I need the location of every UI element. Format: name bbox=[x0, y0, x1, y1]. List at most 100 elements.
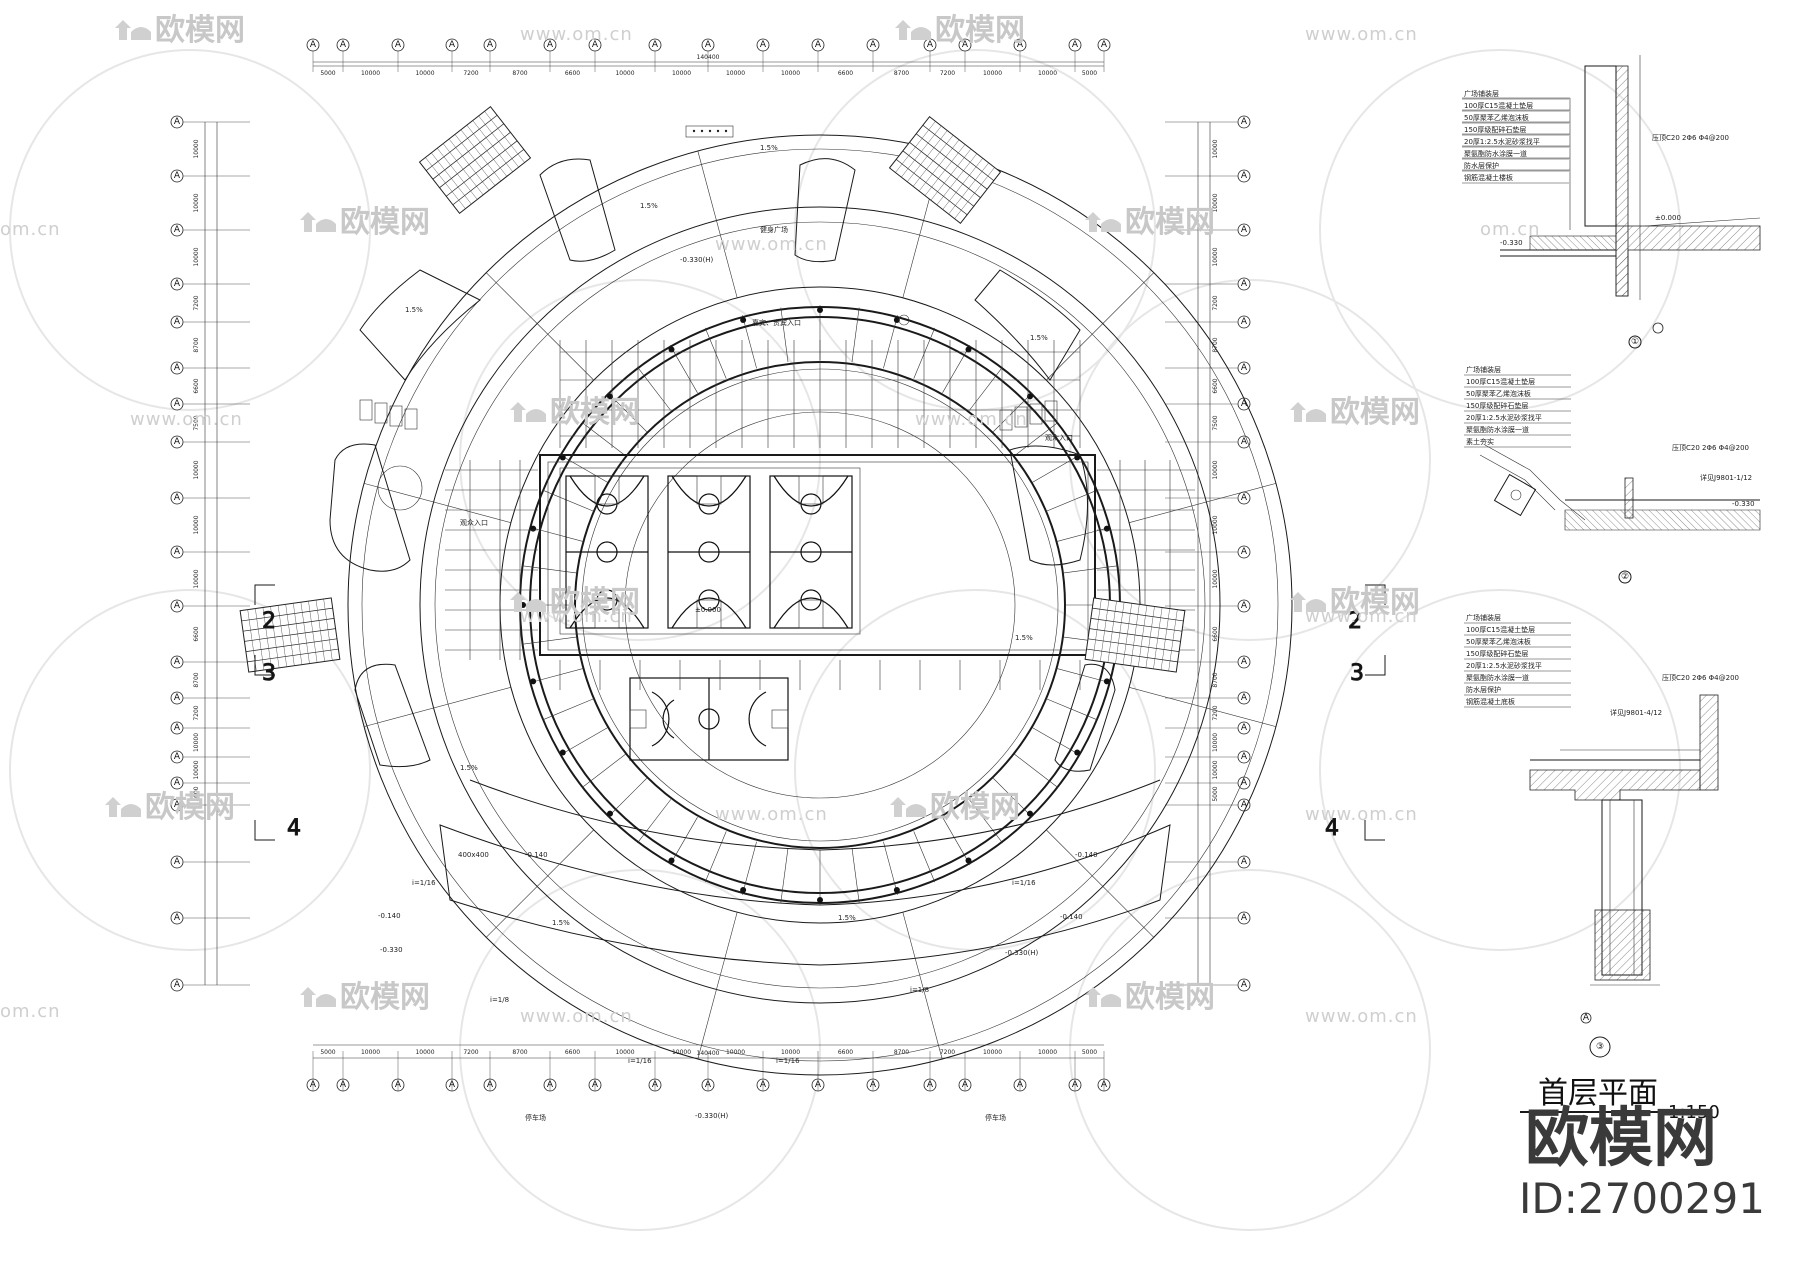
axis-label: A bbox=[1241, 657, 1248, 667]
elevation-label: -0.330(H) bbox=[1005, 949, 1039, 957]
radial-line bbox=[942, 817, 971, 865]
axis-label: A bbox=[340, 1080, 347, 1090]
dimension-value: 6600 bbox=[565, 70, 580, 77]
left-dimension-chain: AAAAAAAAAAAAAAAAAAAA10000100001000072008… bbox=[170, 115, 250, 992]
axis-label: A bbox=[1072, 40, 1079, 50]
column bbox=[1074, 749, 1081, 756]
elevation-label: -0.140 bbox=[1075, 851, 1098, 859]
axis-label: A bbox=[1241, 225, 1248, 235]
dimension-value: 10000 bbox=[672, 70, 691, 77]
slope-label: 1.5% bbox=[640, 202, 658, 210]
logo-icon bbox=[105, 797, 121, 817]
logo-icon bbox=[316, 994, 336, 1007]
radial-line bbox=[1014, 753, 1059, 788]
axis-label: A bbox=[1241, 723, 1248, 733]
axis-label: A bbox=[174, 171, 181, 181]
radial-line bbox=[902, 912, 943, 1060]
column bbox=[530, 678, 537, 685]
axis-label: A bbox=[174, 752, 181, 762]
slope-label: i=1/16 bbox=[776, 1057, 800, 1065]
note-text: 100厚C15混凝土垫层 bbox=[1466, 377, 1535, 386]
logo-text: 欧模网 bbox=[935, 13, 1025, 48]
watermark-logo: 欧模网 bbox=[115, 13, 245, 48]
detail-1: 广场铺装层100厚C15混凝土垫层50厚聚苯乙烯泡沫板150厚级配碎石垫层20厚… bbox=[1462, 55, 1761, 349]
seat-divider bbox=[1100, 600, 1110, 662]
axis-label: A bbox=[1017, 40, 1024, 50]
seat-divider bbox=[1107, 601, 1117, 663]
radial-line bbox=[560, 727, 608, 756]
radial-line bbox=[1056, 668, 1110, 683]
bleacher-block bbox=[1084, 597, 1186, 673]
axis-label: A bbox=[1101, 40, 1108, 50]
dimension-value: 5000 bbox=[1082, 70, 1097, 77]
radial-line bbox=[1014, 422, 1059, 457]
radial-line bbox=[364, 687, 511, 727]
note-text: 20厚1:2.5水泥砂浆找平 bbox=[1466, 661, 1542, 670]
dimension-value: 10000 bbox=[1038, 70, 1057, 77]
axis-label: A bbox=[547, 1080, 554, 1090]
entry-label: 观众入口 bbox=[460, 519, 488, 527]
watermark-logo: 欧模网 bbox=[300, 980, 430, 1015]
radial-line bbox=[883, 315, 898, 369]
axis-label: A bbox=[1241, 800, 1248, 810]
dimension-value: 5000 bbox=[320, 1049, 335, 1056]
key-area bbox=[798, 475, 824, 505]
detail-mark: ② bbox=[1621, 572, 1629, 582]
axis-label: A bbox=[1241, 279, 1248, 289]
dimension-value: 6600 bbox=[1212, 626, 1219, 641]
seat-divider bbox=[478, 115, 519, 168]
axis-label: A bbox=[1241, 437, 1248, 447]
seat-divider bbox=[443, 143, 484, 195]
axis-label: A bbox=[174, 437, 181, 447]
dimension-value: 7200 bbox=[463, 70, 478, 77]
seat-divider bbox=[1115, 602, 1125, 664]
seat-divider bbox=[293, 603, 303, 665]
section-mark-left: 3 bbox=[262, 661, 276, 686]
axis-label: A bbox=[1241, 601, 1248, 611]
seat-divider bbox=[484, 111, 525, 163]
watermark-url: www.om.cn bbox=[1305, 24, 1418, 45]
three-point-arc bbox=[671, 597, 747, 629]
dimension-value: 10000 bbox=[1212, 460, 1219, 479]
logo-icon bbox=[1290, 592, 1306, 612]
note-text: 100厚C15混凝土垫层 bbox=[1466, 625, 1535, 634]
watermark-url: www.om.cn bbox=[1305, 804, 1418, 825]
axis-label: A bbox=[815, 1080, 822, 1090]
dimension-value: 7500 bbox=[193, 415, 200, 430]
axis-label: A bbox=[760, 40, 767, 50]
note-text: 20厚1:2.5水泥砂浆找平 bbox=[1466, 413, 1542, 422]
dimension-value: 5000 bbox=[193, 786, 200, 801]
court-boundary bbox=[559, 467, 861, 635]
dimension-value: 10000 bbox=[1038, 1049, 1057, 1056]
detail-3: 广场铺装层100厚C15混凝土垫层50厚聚苯乙烯泡沫板150厚级配碎石垫层20厚… bbox=[1464, 613, 1739, 1058]
seat-divider bbox=[437, 148, 478, 200]
dimension-value: 10000 bbox=[615, 70, 634, 77]
note-text: 20厚1:2.5水泥砂浆找平 bbox=[1464, 137, 1540, 146]
radial-line bbox=[581, 422, 626, 457]
dimension-value: 6600 bbox=[565, 1049, 580, 1056]
axis-label: A bbox=[1101, 1080, 1108, 1090]
seat-divider bbox=[924, 144, 966, 196]
three-point-arc bbox=[569, 475, 645, 507]
slope-label: 1.5% bbox=[838, 914, 856, 922]
note-text: 广场铺装层 bbox=[1466, 365, 1501, 374]
radial-line bbox=[697, 912, 738, 1060]
watermark-url: om.cn bbox=[0, 1001, 61, 1022]
elevation-label: -0.330(H) bbox=[680, 256, 714, 264]
radial-line bbox=[993, 778, 1033, 818]
column bbox=[530, 525, 537, 532]
dimension-value: 10000 bbox=[193, 733, 200, 752]
logo-icon bbox=[316, 219, 336, 232]
note-text: 150厚级配碎石垫层 bbox=[1464, 125, 1526, 134]
logo-icon bbox=[1306, 409, 1326, 422]
logo-text: 欧模网 bbox=[1330, 585, 1420, 620]
note-text: 聚氨酯防水涂膜一道 bbox=[1464, 149, 1527, 158]
axis-label: A bbox=[1241, 171, 1248, 181]
dimension-value: 8700 bbox=[512, 1049, 527, 1056]
dimension-value: 10000 bbox=[1212, 193, 1219, 212]
watermark-logo: 欧模网 bbox=[1085, 980, 1215, 1015]
column bbox=[1027, 810, 1034, 817]
elevation-label: -0.140 bbox=[525, 851, 548, 859]
three-point-arc bbox=[671, 475, 747, 507]
